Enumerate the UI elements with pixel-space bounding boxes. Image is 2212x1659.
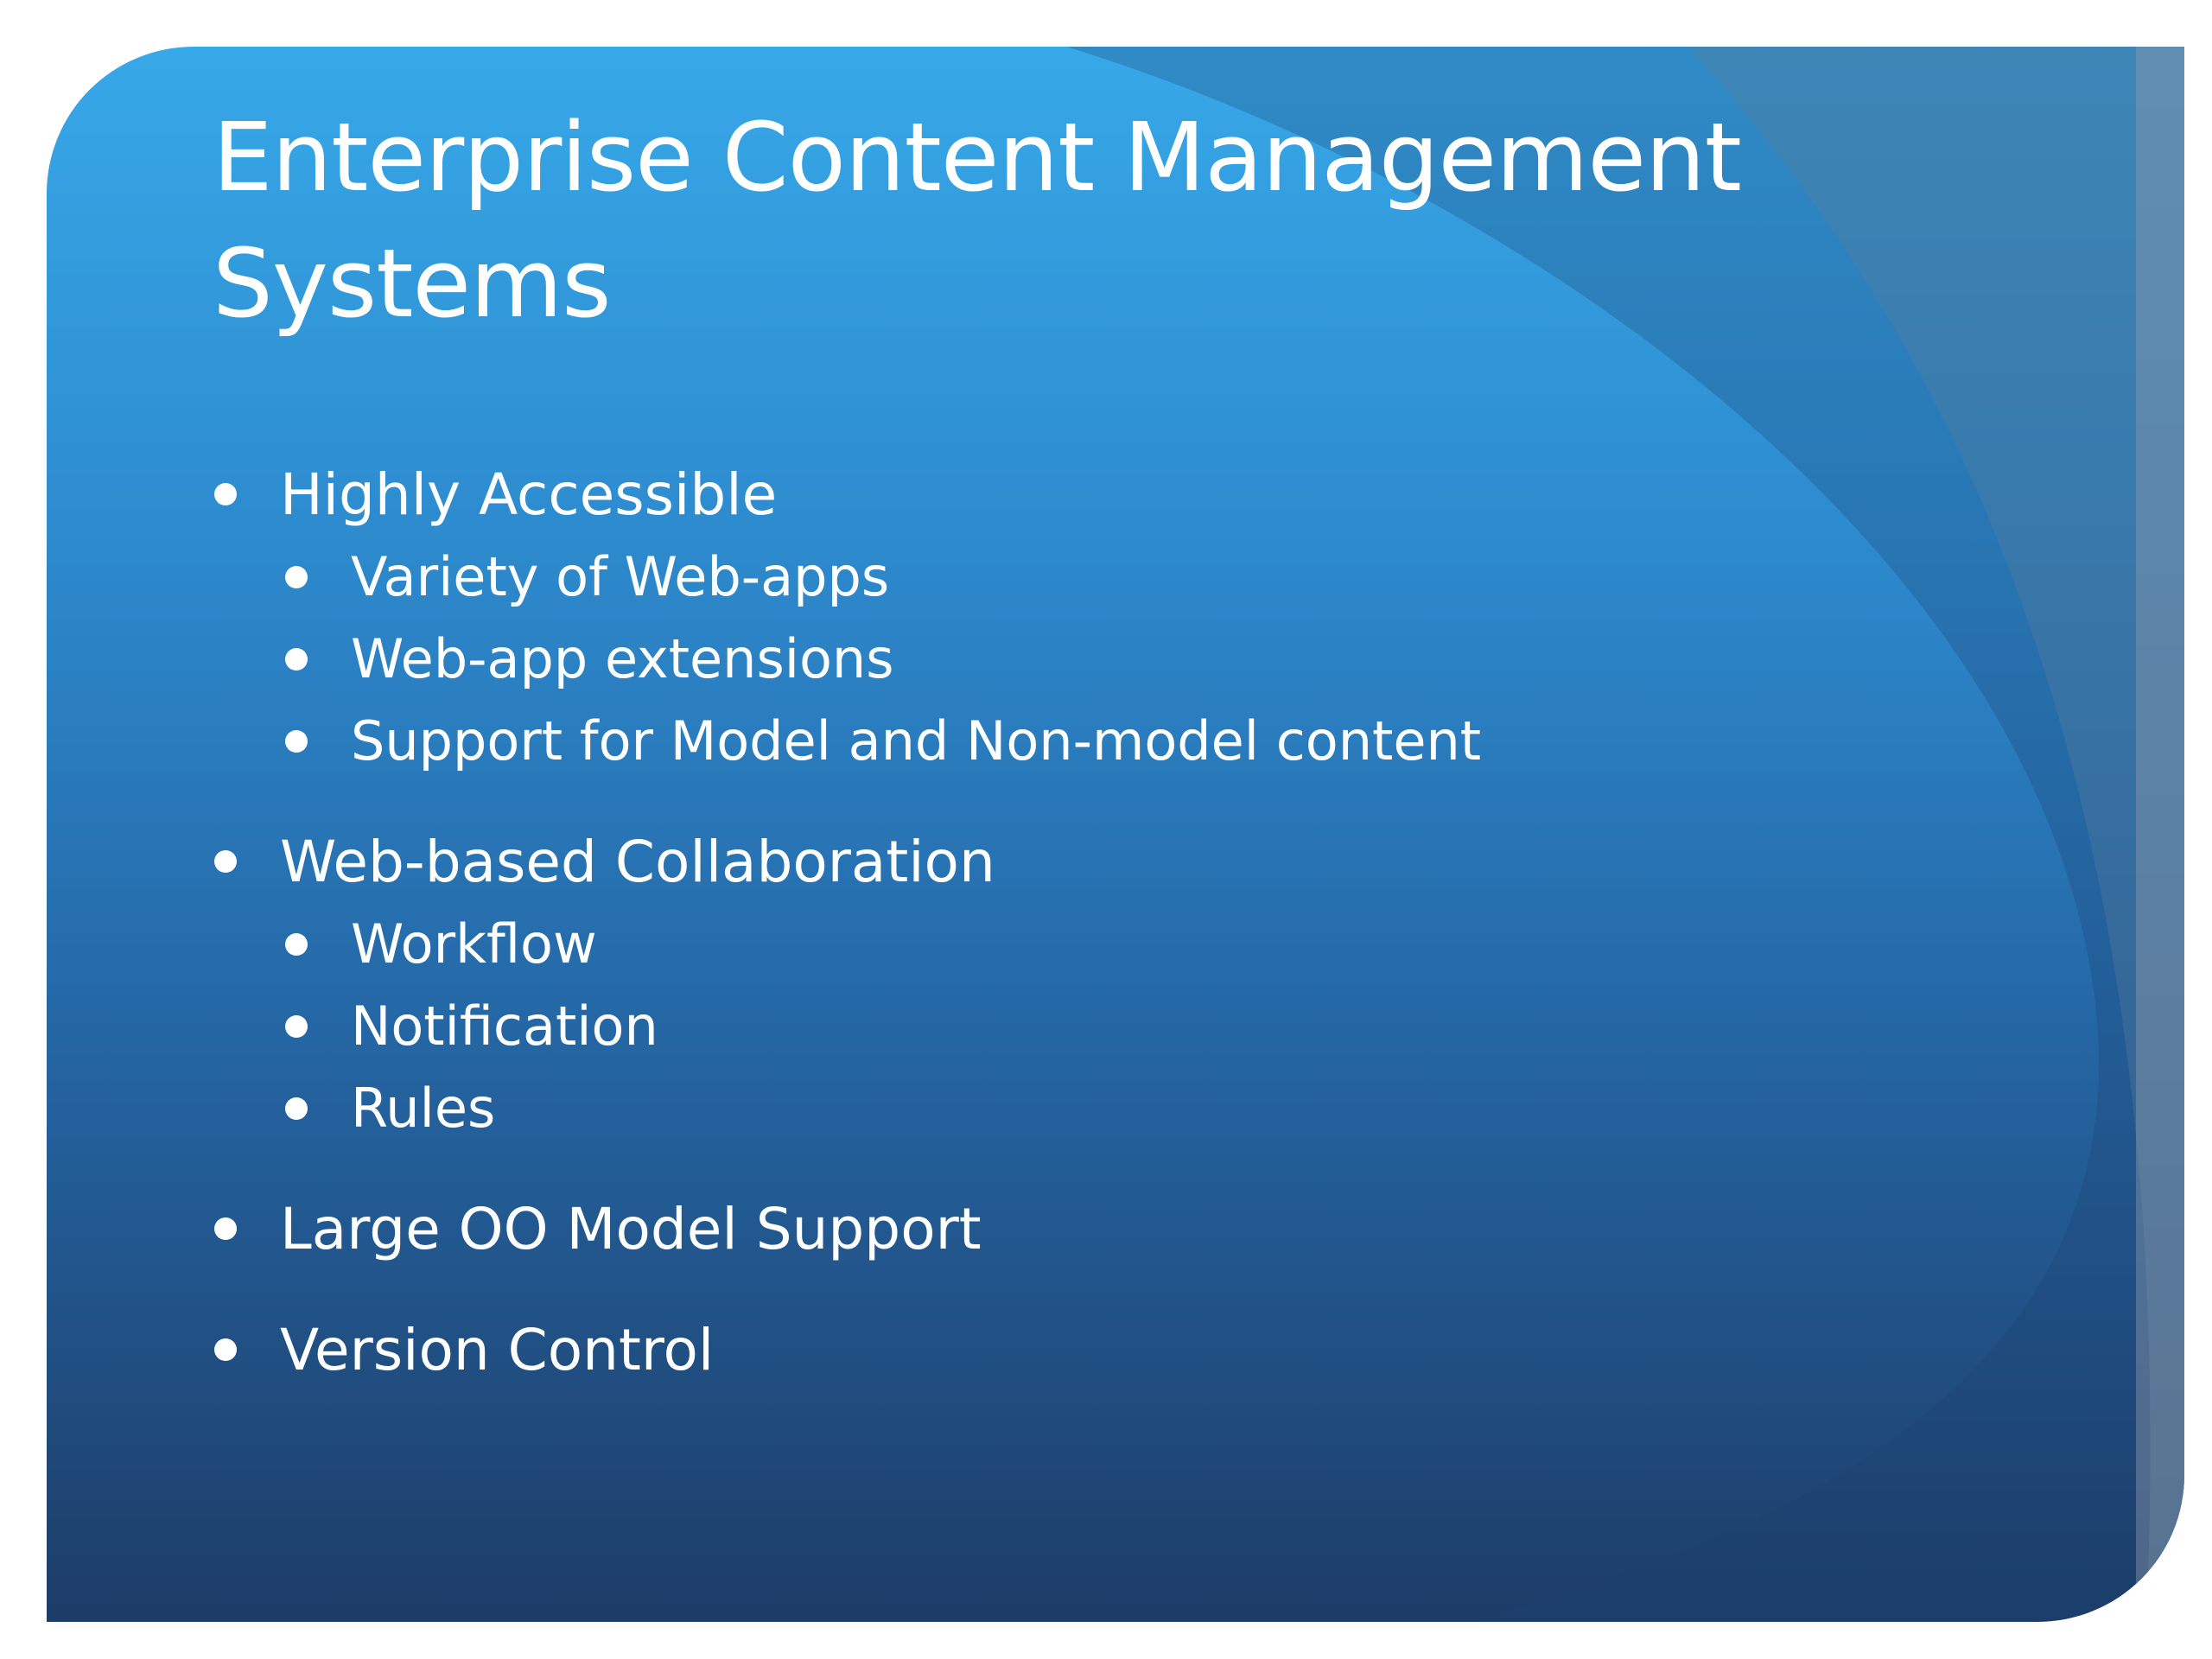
bullet-dot-icon: [214, 1217, 237, 1240]
bullet-label: Large OO Model Support: [280, 1195, 982, 1262]
sub-bullet-row: Rules: [213, 1067, 1941, 1149]
bullet-row: Large OO Model Support: [213, 1187, 1941, 1270]
title-line-2: Systems: [213, 228, 611, 339]
bullet-dot-icon: [285, 729, 308, 753]
bullet-item: Large OO Model Support: [213, 1187, 1941, 1270]
sub-bullet-label: Support for Model and Non-model content: [351, 709, 1482, 772]
bullet-label: Version Control: [280, 1316, 715, 1383]
bullet-dot-icon: [285, 1014, 308, 1038]
bullet-row: Web-based Collaboration: [213, 820, 1941, 903]
bullet-dot-icon: [285, 932, 308, 956]
sub-bullet-row: Support for Model and Non-model content: [213, 700, 1941, 782]
background-wave-decoration: [1066, 47, 2184, 1622]
bullet-row: Version Control: [213, 1308, 1941, 1391]
sub-bullet-label: Rules: [351, 1077, 496, 1140]
sub-bullet-row: Notification: [213, 985, 1941, 1067]
bullet-label: Highly Accessible: [280, 461, 778, 528]
bullet-dot-icon: [214, 850, 237, 873]
sub-bullet-label: Workflow: [351, 912, 597, 976]
slide-title: Enterprise Content Management Systems: [213, 94, 1941, 346]
sub-bullet-row: Variety of Web-apps: [213, 536, 1941, 618]
sub-bullet-row: Web-app extensions: [213, 618, 1941, 700]
bullet-label: Web-based Collaboration: [280, 828, 995, 895]
sub-bullet-label: Web-app extensions: [351, 627, 894, 690]
bullet-item: Highly Accessible Variety of Web-apps We…: [213, 453, 1941, 782]
bullet-dot-icon: [214, 1338, 237, 1361]
bullet-list: Highly Accessible Variety of Web-apps We…: [213, 453, 1941, 1391]
slide: Enterprise Content Management Systems Hi…: [47, 47, 2184, 1622]
bullet-row: Highly Accessible: [213, 453, 1941, 536]
sub-bullet-label: Notification: [351, 995, 658, 1058]
bullet-dot-icon: [214, 483, 237, 505]
sub-bullet-label: Variety of Web-apps: [351, 545, 890, 608]
bullet-dot-icon: [285, 1096, 308, 1120]
sub-bullet-row: Workflow: [213, 903, 1941, 985]
title-line-1: Enterprise Content Management: [213, 102, 1742, 213]
bullet-dot-icon: [285, 565, 308, 588]
bullet-item: Version Control: [213, 1308, 1941, 1391]
bullet-dot-icon: [285, 647, 308, 671]
bullet-item: Web-based Collaboration Workflow Notific…: [213, 820, 1941, 1149]
